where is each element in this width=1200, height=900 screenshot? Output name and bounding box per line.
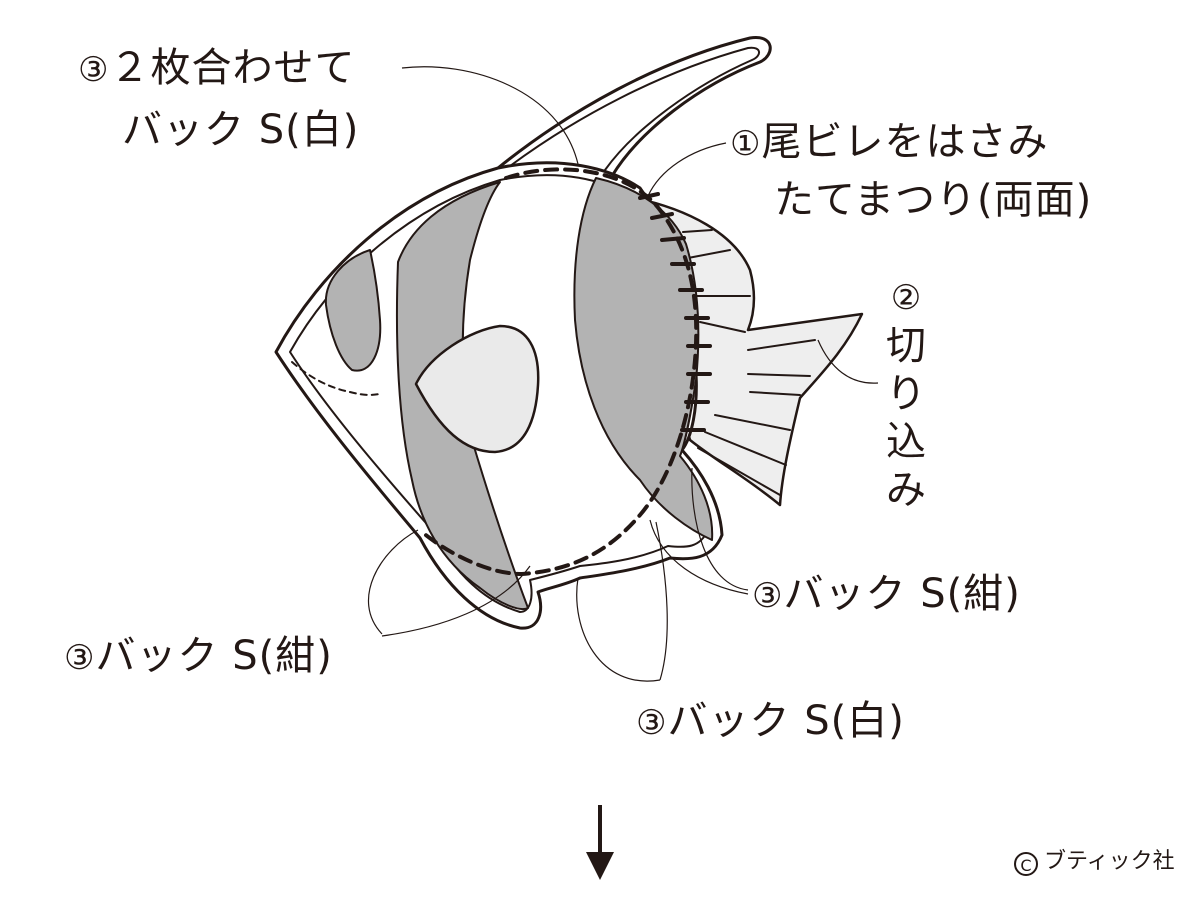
- leader-cut: [817, 339, 879, 384]
- tail-fin-ray-lines: [682, 229, 816, 496]
- label-top-left: ③２枚合わせて: [78, 45, 356, 91]
- leader-top-left: [401, 66, 579, 165]
- label-top-right-line2: たてまつり(両面): [774, 177, 1093, 223]
- right-stripe-fabric: [573, 177, 714, 541]
- label-bottom-left-navy: ③バック S(紺): [64, 633, 333, 679]
- leader-bottom-left-navy-2: [381, 565, 531, 637]
- fish-illustration: [274, 36, 864, 630]
- mouth-dashed-line: [291, 361, 381, 396]
- leader-lines: [367, 66, 879, 682]
- leader-bottom-right-navy-2: [649, 519, 749, 595]
- leader-bottom-left-navy: [367, 529, 419, 635]
- down-arrow-icon: [586, 805, 614, 880]
- label-bottom-white: ③バック S(白): [636, 698, 905, 744]
- dorsal-fin-inner-outline: [509, 46, 760, 171]
- eye-patch: [414, 324, 540, 454]
- label-cut: ② 切 り 込 み: [886, 278, 926, 513]
- pectoral-front-fabric: [324, 249, 382, 372]
- leader-bottom-white: [576, 577, 661, 682]
- leader-top-right: [647, 142, 727, 197]
- leader-bottom-right-navy: [691, 467, 749, 591]
- label-bottom-right-navy: ③バック S(紺): [752, 571, 1021, 617]
- copyright-icon: C: [1014, 852, 1038, 876]
- label-top-right: ①尾ビレをはさみ: [730, 119, 1049, 165]
- back-stitch-white-circle: [420, 167, 699, 576]
- label-top-left-line2: バック S(白): [122, 107, 360, 153]
- tail-whip-stitches: [638, 192, 712, 432]
- leader-bottom-white-2: [655, 521, 668, 681]
